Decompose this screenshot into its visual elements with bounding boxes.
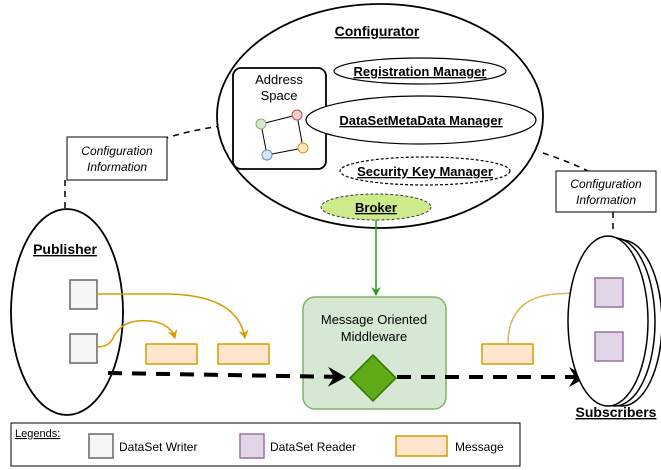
security-key-manager-label: Security Key Manager [357, 164, 493, 179]
legend-writer-label: DataSet Writer [119, 440, 197, 454]
middleware-label-line1: Message Oriented [321, 312, 427, 327]
writer1-to-message-arrow [97, 293, 249, 339]
registration-manager-label: Registration Manager [354, 64, 487, 79]
metadata-manager-label: DataSetMetaData Manager [339, 113, 502, 128]
metadata-manager-ellipse [305, 95, 537, 145]
flow-arrow-publisher-to-middleware [107, 366, 346, 387]
legend-writer-swatch [88, 433, 114, 459]
message-to-reader-arrow [507, 287, 594, 345]
legend-reader-swatch [239, 433, 265, 459]
config-info-right-line2: Information [576, 193, 636, 207]
middleware-diamond [348, 353, 398, 403]
security-key-manager-ellipse [339, 156, 511, 186]
broker-ellipse [320, 193, 432, 221]
legend-reader-label: DataSet Reader [270, 440, 356, 454]
config-info-left-line2: Information [87, 160, 147, 174]
subscribers-label: Subscribers [576, 404, 657, 420]
dashed-link-left [159, 125, 223, 141]
dataset-reader-2 [594, 331, 624, 362]
publisher-label: Publisher [33, 241, 97, 257]
dataset-reader-1 [594, 277, 624, 308]
publisher-ellipse [10, 208, 124, 416]
legend-message-label: Message [455, 440, 504, 454]
message-1 [145, 343, 198, 365]
address-space-label-line2: Space [261, 88, 298, 103]
message-2 [217, 343, 270, 365]
dataset-writer-1 [69, 279, 98, 310]
legend-message-swatch [395, 435, 448, 457]
registration-manager-ellipse [333, 57, 507, 85]
message-3 [481, 343, 534, 365]
middleware-label-line2: Middleware [341, 329, 407, 344]
dashed-link-right [542, 152, 591, 173]
configurator-title: Configurator [335, 23, 420, 39]
subscriber-ellipse-front [567, 235, 649, 407]
broker-label: Broker [355, 200, 397, 215]
dataset-writer-2 [69, 333, 98, 364]
legend-title: Legends: [15, 428, 60, 440]
address-space-label-line1: Address [255, 72, 303, 87]
config-info-right-box [555, 170, 657, 213]
config-info-right-line1: Configuration [570, 177, 642, 191]
writer2-to-message-arrow [96, 319, 178, 348]
address-space-graph-icon [255, 109, 309, 161]
config-info-left-line1: Configuration [81, 144, 153, 158]
config-info-left-box [66, 136, 168, 181]
